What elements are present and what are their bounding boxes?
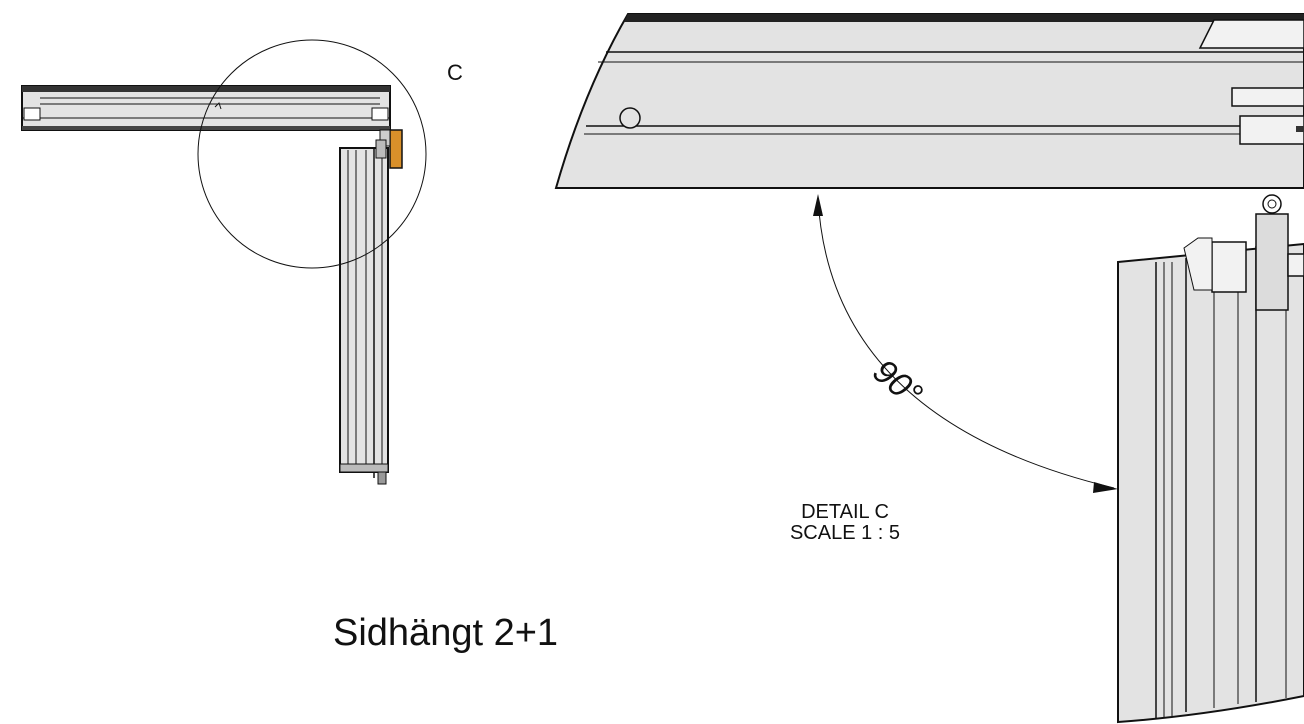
detail-side-sash <box>1117 242 1304 724</box>
detail-callout-circle <box>197 39 427 269</box>
callout-label: C <box>447 60 463 85</box>
arc-arrow-top <box>813 194 823 216</box>
detail-scale: SCALE 1 : 5 <box>789 522 901 544</box>
overview-side-sash <box>339 147 389 473</box>
overview-view <box>21 39 427 485</box>
overview-top-frame <box>21 85 391 131</box>
detail-title: DETAIL C <box>801 501 889 523</box>
arc-arrow-bottom <box>1093 482 1118 493</box>
detail-top-profile <box>554 13 1304 189</box>
detail-label: DETAIL C SCALE 1 : 5 <box>730 502 960 544</box>
detail-view <box>554 13 1304 724</box>
drawing-title: Sidhängt 2+1 <box>333 612 559 654</box>
angle-dimension-arc <box>817 197 1115 489</box>
overview-hinge <box>389 129 403 169</box>
